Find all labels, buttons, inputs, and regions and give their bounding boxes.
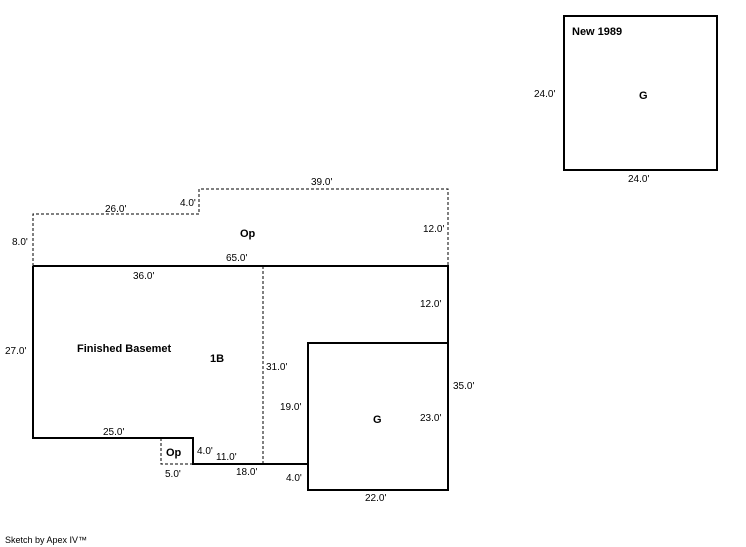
basement-label: Finished Basemet [77,343,171,355]
floor-code: 1B [210,353,224,365]
new-garage-bottom-dim: 24.0' [628,174,649,185]
small-porch-code: Op [166,447,182,459]
porch-top-dim: 39.0' [311,177,332,188]
basement-top-dim: 36.0' [133,271,154,282]
small-porch-bottom-dim: 5.0' [165,469,181,480]
porch-left-side-dim: 8.0' [12,237,28,248]
small-porch-side-dim: 4.0' [197,446,213,457]
garage-step-dim: 4.0' [286,473,302,484]
house-outline [32,265,449,491]
new-garage-outline [563,15,718,171]
sketch-credit: Sketch by Apex IV™ [5,535,87,545]
house-left-dim: 27.0' [5,346,26,357]
new-garage-left-dim: 24.0' [534,89,555,100]
garage-bottom-dim: 22.0' [365,493,386,504]
new-garage-title: New 1989 [572,26,622,38]
basement-bottom-dim: 25.0' [103,427,124,438]
porch-left-top-dim: 26.0' [105,204,126,215]
porch-code: Op [240,228,256,240]
bottom-run-dim: 18.0' [236,467,257,478]
garage-code: G [373,414,382,426]
right-total-dim: 35.0' [453,381,474,392]
garage-left-dim: 19.0' [280,402,301,413]
small-porch-outline [160,438,193,465]
garage-outline [307,342,448,464]
bottom-segment-dim: 11.0' [216,452,237,463]
porch-outline [32,188,449,266]
house-top-dim: 65.0' [226,253,247,264]
new-garage-code: G [639,90,648,102]
interior-divider-dim: 31.0' [266,362,287,373]
porch-step-dim: 4.0' [180,198,196,209]
right-upper-dim: 12.0' [420,299,441,310]
garage-right-dim: 23.0' [420,413,441,424]
porch-right-side-dim: 12.0' [423,224,444,235]
